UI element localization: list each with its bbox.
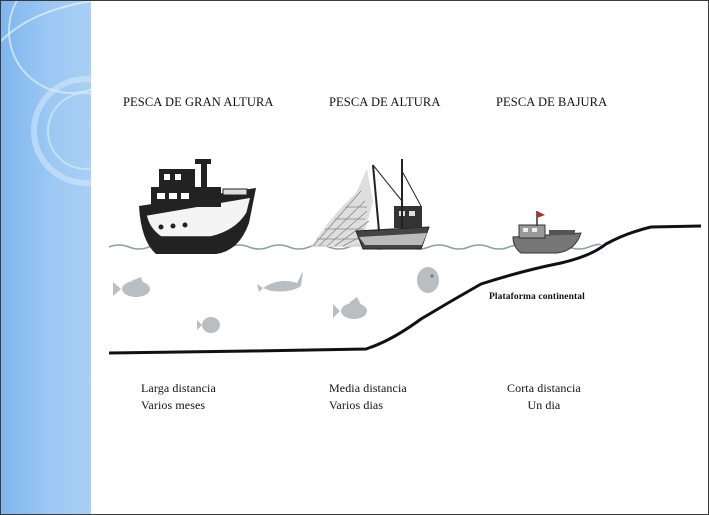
large-ship-icon	[139, 159, 256, 254]
small-boat-icon	[512, 211, 582, 254]
fish-icon	[333, 297, 367, 319]
fish-icon	[113, 277, 150, 297]
seabed-line	[108, 224, 702, 355]
fish-icon	[257, 271, 303, 292]
distance-text: Larga distancia	[141, 381, 216, 395]
medium-ship-icon	[311, 159, 430, 250]
description-altura: Media distancia Varios dias	[329, 380, 407, 414]
fish-icon	[197, 317, 220, 333]
description-bajura: Corta distancia Un dia	[507, 380, 581, 414]
heading-altura: PESCA DE ALTURA	[329, 95, 441, 109]
description-gran-altura: Larga distancia Varios meses	[141, 380, 216, 414]
heading-gran-altura: PESCA DE GRAN ALTURA	[123, 95, 274, 109]
decorative-circles	[1, 1, 91, 186]
duration-text: Varios dias	[329, 398, 384, 412]
heading-bajura: PESCA DE BAJURA	[496, 95, 608, 109]
decorative-sidebar	[1, 1, 91, 514]
distance-text: Corta distancia	[507, 381, 581, 395]
duration-text: Varios meses	[141, 398, 206, 412]
fish-icon	[417, 267, 439, 293]
duration-text: Un dia	[527, 398, 561, 412]
distance-text: Media distancia	[329, 381, 407, 395]
continental-shelf-label: Plataforma continental	[489, 292, 585, 302]
